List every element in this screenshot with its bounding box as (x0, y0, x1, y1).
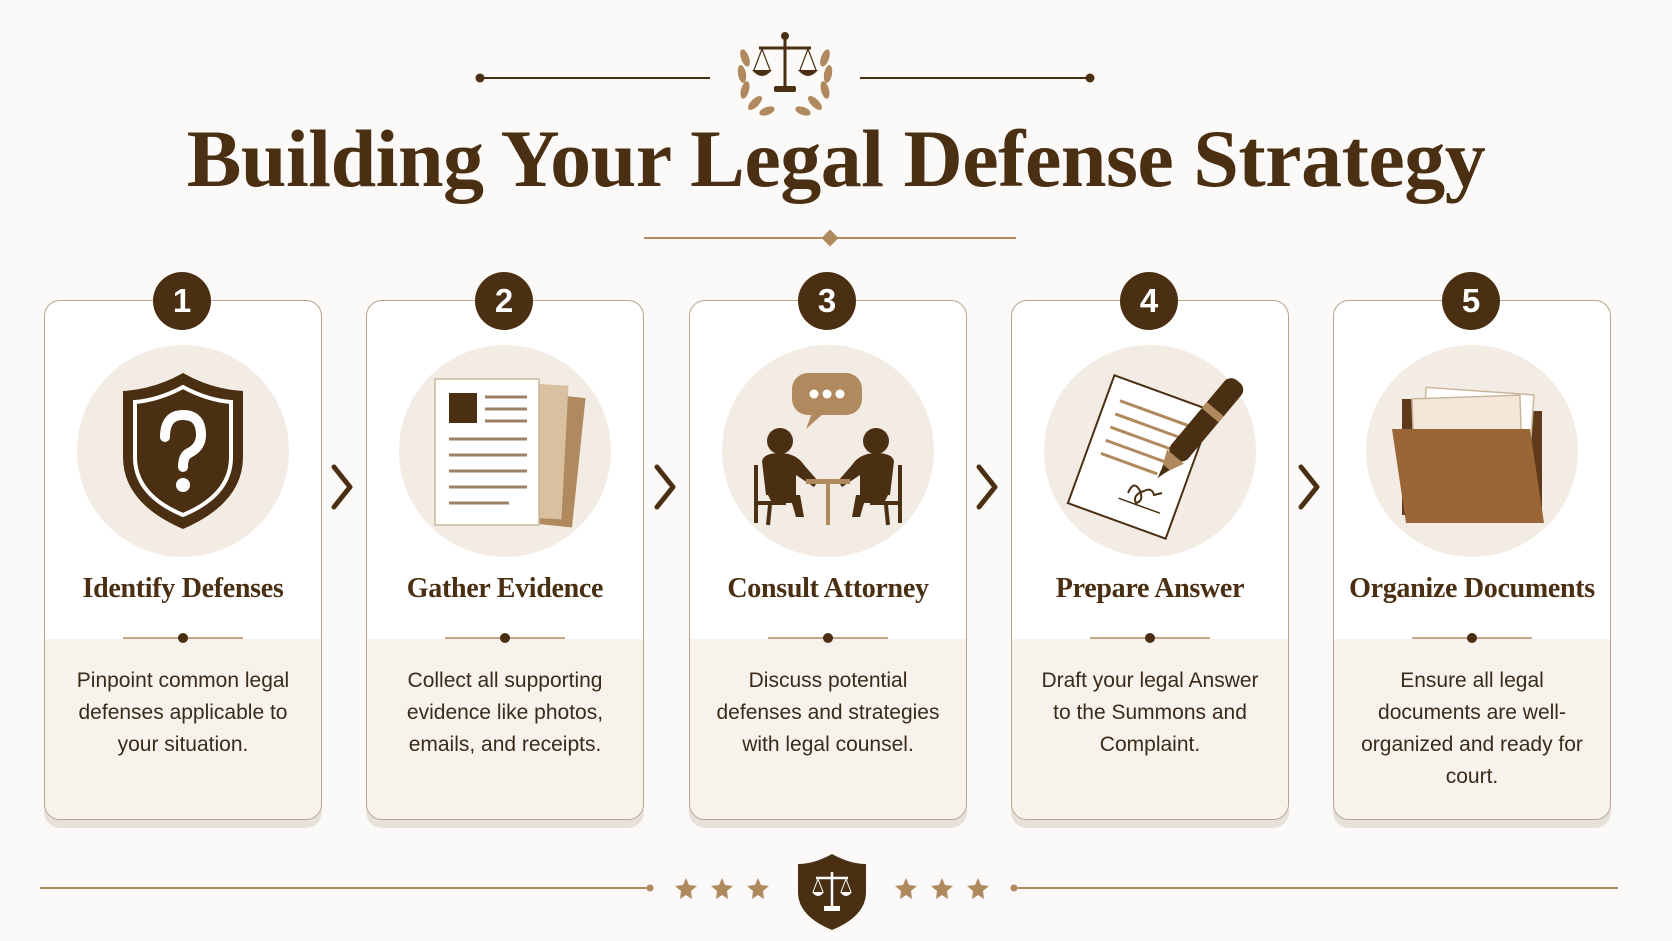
step-1-number-badge: 1 (153, 272, 211, 330)
consultation-icon (754, 373, 902, 526)
scales-of-justice-icon (752, 32, 818, 92)
title-separator (445, 633, 565, 643)
title-separator (123, 633, 243, 643)
step-card-organize-documents: Organize Documents Ensure all legal docu… (1333, 300, 1611, 820)
laurel-icon (737, 49, 833, 116)
title-separator (768, 633, 888, 643)
page-title: Building Your Legal Defense Strategy (186, 113, 1486, 204)
shield-scales-icon (798, 854, 866, 930)
card-description-panel (690, 639, 966, 819)
step-description: Discuss potential defenses and strategie… (716, 669, 940, 756)
step-card-identify-defenses: Identify Defenses Pinpoint common legal … (44, 300, 322, 820)
step-description: Pinpoint common legal defenses applicabl… (76, 669, 290, 756)
step-title: Identify Defenses (82, 573, 284, 604)
header-ornament (475, 32, 1095, 116)
step-title: Organize Documents (1349, 573, 1595, 604)
card-description-panel (1012, 639, 1288, 819)
step-2-number-badge: 2 (475, 272, 533, 330)
card-description-panel (367, 639, 643, 819)
step-3-number-badge: 3 (798, 272, 856, 330)
title-separator (1412, 633, 1532, 643)
step-title: Gather Evidence (406, 573, 604, 604)
icon-circle (399, 345, 611, 557)
title-divider (644, 229, 1016, 247)
card-description-panel (45, 639, 321, 819)
icon-circle (1044, 345, 1256, 557)
title-separator (1090, 633, 1210, 643)
shield-question-icon (123, 373, 243, 529)
card-description-panel (1334, 639, 1610, 819)
star-icon (675, 878, 989, 899)
icon-circle (722, 345, 934, 557)
chevron-right-icon (976, 464, 998, 510)
icon-circle (77, 345, 289, 557)
folder-icon (1392, 386, 1544, 523)
chevron-right-icon (654, 464, 676, 510)
step-title: Prepare Answer (1055, 573, 1245, 604)
step-description: Ensure all legal documents are well-orga… (1361, 669, 1583, 788)
step-title: Consult Attorney (727, 573, 929, 604)
step-card-prepare-answer: Prepare Answer Draft your legal Answer t… (1011, 300, 1289, 820)
step-4-number-badge: 4 (1120, 272, 1178, 330)
chevron-right-icon (1298, 464, 1320, 510)
icon-circle (1366, 345, 1578, 557)
chevron-right-icon (331, 464, 353, 510)
step-description: Draft your legal Answer to the Summons a… (1041, 669, 1259, 756)
documents-stack-icon (434, 378, 586, 528)
step-card-consult-attorney: Consult Attorney Discuss potential defen… (689, 300, 967, 820)
pen-signature-icon (1066, 374, 1244, 540)
step-5-number-badge: 5 (1442, 272, 1500, 330)
step-card-gather-evidence: Gather Evidence Collect all supporting e… (366, 300, 644, 820)
step-description: Collect all supporting evidence like pho… (406, 669, 604, 756)
footer-ornament (40, 854, 1618, 930)
